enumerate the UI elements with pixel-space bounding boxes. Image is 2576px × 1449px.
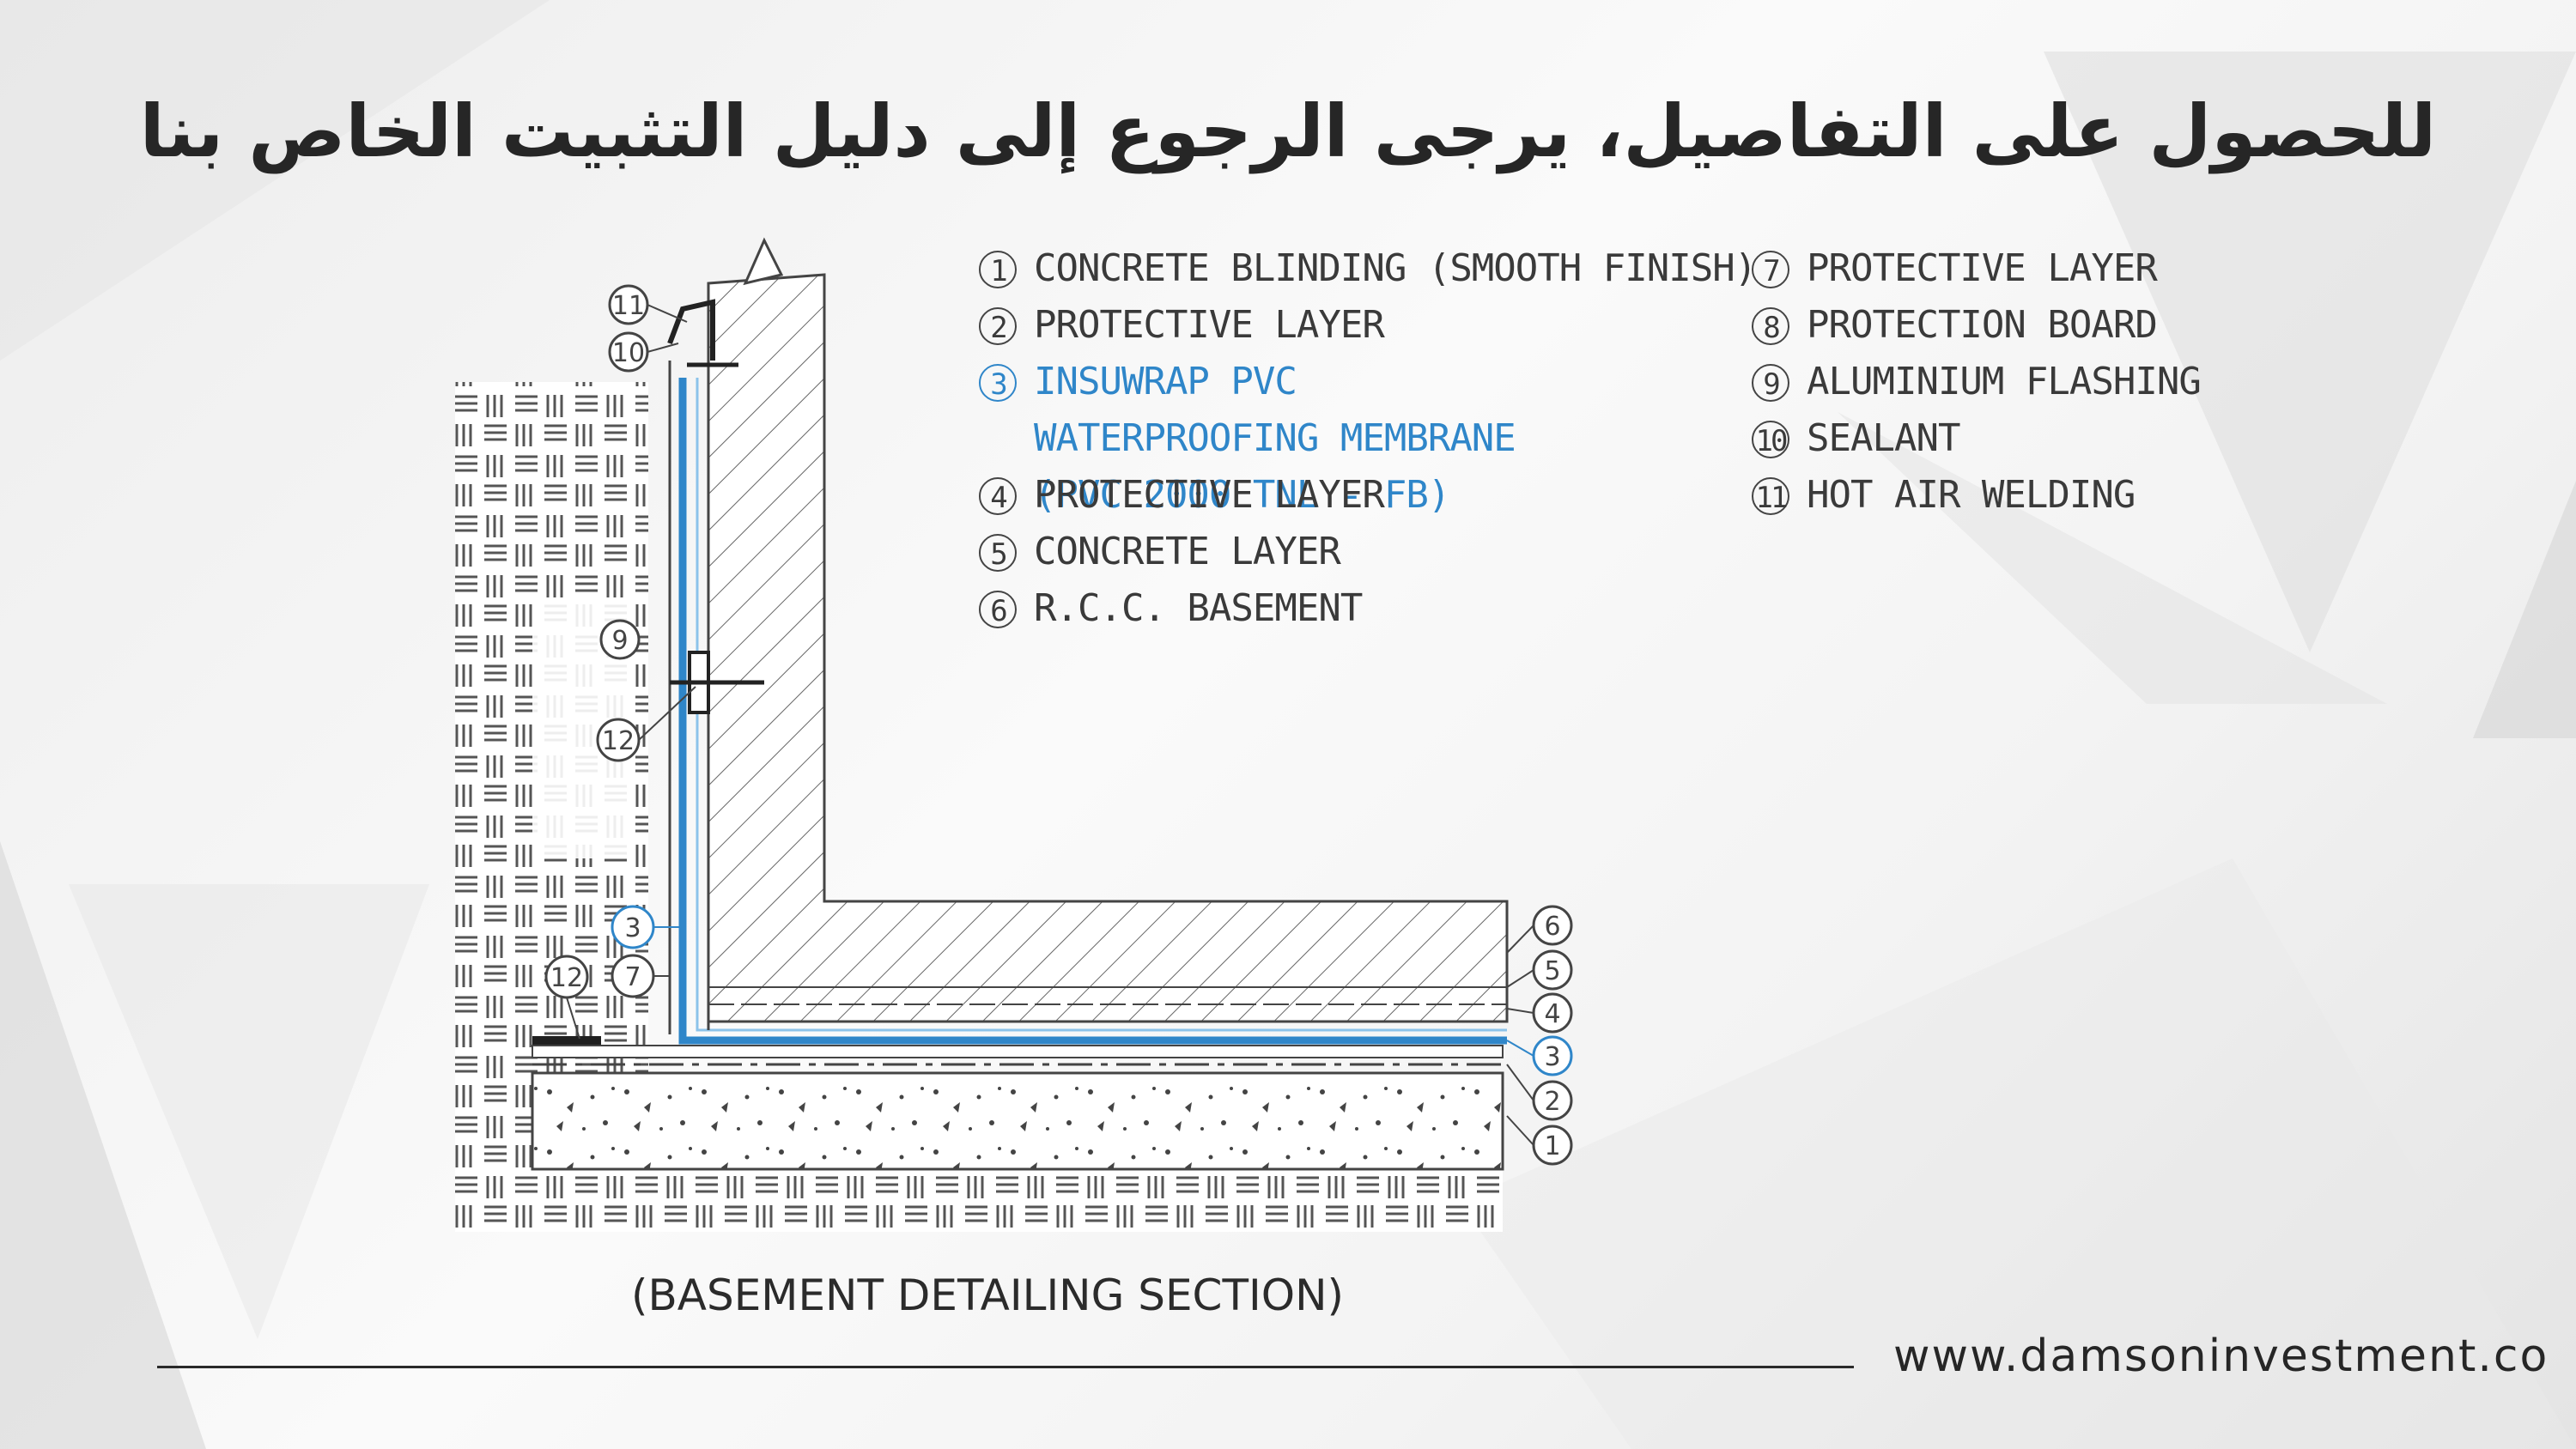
callout-9: 9 xyxy=(611,626,628,656)
legend-item-2: 2 PROTECTIVE LAYER xyxy=(979,297,1756,354)
drawing-callouts: 11 10 9 12 3 7 12 6 5 4 3 2 1 xyxy=(544,284,1573,1166)
legend-item-5: 5 CONCRETE LAYER xyxy=(979,524,1756,580)
legend-item-7: 7 PROTECTIVE LAYER xyxy=(1752,240,2201,297)
callout-1: 1 xyxy=(1544,1131,1560,1161)
legend-item-10: 10 SEALANT xyxy=(1752,410,2201,467)
callout-3-floor: 3 xyxy=(1544,1042,1560,1072)
legend-right: 7 PROTECTIVE LAYER 8 PROTECTION BOARD 9 ALU… xyxy=(1752,240,2202,524)
legend-item-3: 3 INSUWRAP PVC WATERPROOFING MEMBRANE (PV… xyxy=(979,354,1601,517)
callout-3-wall: 3 xyxy=(624,913,641,943)
legend-label: PROTECTIVE LAYER xyxy=(1034,473,1385,517)
legend-label: CONCRETE LAYER xyxy=(1034,530,1341,573)
callout-7: 7 xyxy=(624,962,641,992)
legend-number: 1 xyxy=(979,251,1017,288)
callout-10: 10 xyxy=(612,338,645,368)
legend-number: 7 xyxy=(1752,251,1789,288)
legend-number: 6 xyxy=(979,591,1017,628)
legend-item-6: 6 R.C.C. BASEMENT xyxy=(979,580,1756,637)
legend-number: 3 xyxy=(979,364,1017,402)
legend-label: R.C.C. BASEMENT xyxy=(1034,586,1363,630)
legend-number: 10 xyxy=(1752,421,1789,458)
legend-number: 9 xyxy=(1752,364,1789,402)
legend-item-1: 1 CONCRETE BLINDING (SMOOTH FINISH) xyxy=(979,240,1757,297)
legend-item-8: 8 PROTECTION BOARD xyxy=(1752,297,2201,354)
callout-5: 5 xyxy=(1544,956,1560,986)
legend-label: SEALANT xyxy=(1807,416,1960,460)
legend-item-4: 4 PROTECTIVE LAYER xyxy=(979,467,1756,524)
page-title: للحصول على التفاصيل، يرجى الرجوع إلى دلي… xyxy=(139,89,2437,173)
callout-6: 6 xyxy=(1544,912,1560,942)
legend-label: PROTECTION BOARD xyxy=(1807,303,2158,347)
legend-label: INSUWRAP PVC WATERPROOFING MEMBRANE (PVC… xyxy=(1034,360,1516,517)
callout-11: 11 xyxy=(612,291,645,321)
callout-2: 2 xyxy=(1544,1087,1560,1117)
website-link[interactable]: www.damsoninvestment.co xyxy=(1893,1331,2549,1382)
legend-item-11: 11 HOT AIR WELDING xyxy=(1752,467,2201,524)
callout-4: 4 xyxy=(1544,999,1560,1029)
legend-label: PROTECTIVE LAYER xyxy=(1807,246,2158,290)
callout-12-base: 12 xyxy=(550,963,583,993)
legend-label: HOT AIR WELDING xyxy=(1807,473,2136,517)
callout-12: 12 xyxy=(602,726,635,756)
drawing-caption: (BASEMENT DETAILING SECTION) xyxy=(630,1270,1345,1320)
legend-number: 11 xyxy=(1752,477,1789,515)
footer-divider xyxy=(157,1366,1854,1368)
legend-number: 2 xyxy=(979,307,1017,345)
legend-label: ALUMINIUM FLASHING xyxy=(1807,360,2202,403)
legend-number: 4 xyxy=(979,477,1017,515)
legend-number: 5 xyxy=(979,534,1017,572)
legend-number: 8 xyxy=(1752,307,1789,345)
legend-label: CONCRETE BLINDING (SMOOTH FINISH) xyxy=(1034,246,1757,290)
legend-item-9: 9 ALUMINIUM FLASHING xyxy=(1752,354,2202,410)
legend-label: PROTECTIVE LAYER xyxy=(1034,303,1385,347)
